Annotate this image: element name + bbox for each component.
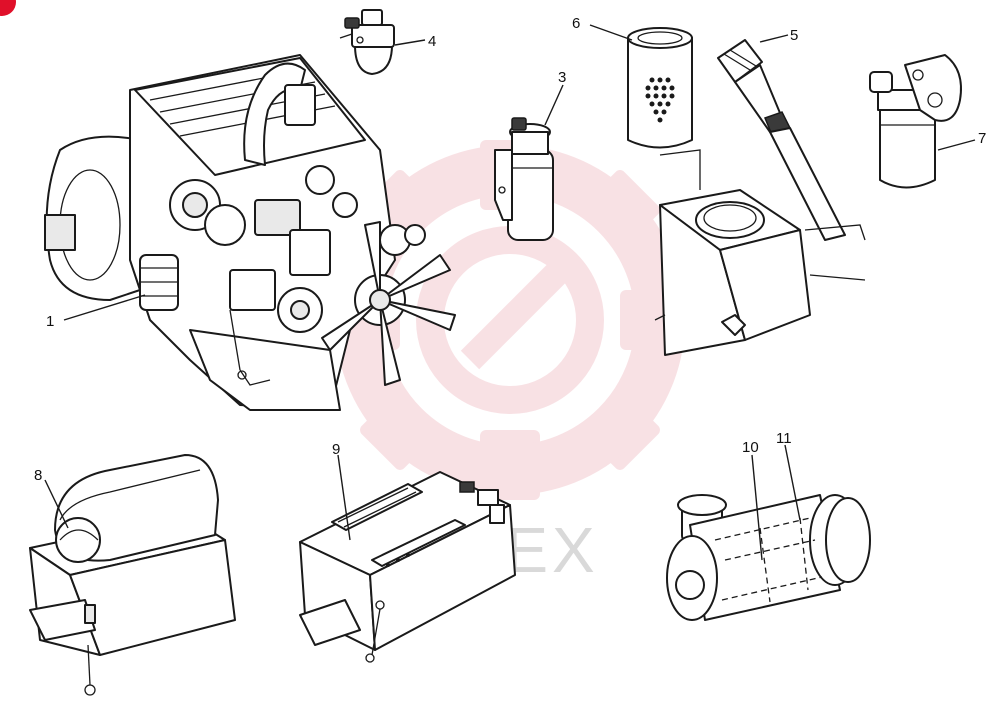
callout-3: 3 — [558, 69, 566, 86]
callout-11: 11 — [776, 430, 792, 447]
engine-assembly — [44, 54, 456, 411]
callout-8: 8 — [34, 467, 42, 484]
corner-badge — [0, 0, 16, 16]
tank-housing — [654, 149, 866, 356]
callout-9: 9 — [332, 441, 340, 458]
filler-cap — [717, 39, 846, 241]
fuel-filter-bracket — [494, 117, 554, 241]
air-cleaner-housing — [666, 494, 871, 621]
battery-box-covered — [29, 454, 236, 696]
callout-5: 5 — [790, 27, 798, 44]
callout-7: 7 — [978, 130, 986, 147]
callout-6: 6 — [572, 15, 580, 32]
air-filter-element — [627, 27, 693, 149]
callout-4: 4 — [428, 33, 436, 50]
filter-bracket-right — [869, 54, 962, 189]
battery-box-open — [299, 471, 516, 663]
callout-10: 10 — [742, 439, 759, 456]
filter-head-small — [339, 9, 395, 75]
callout-1: 1 — [46, 313, 54, 330]
engine-fan — [321, 221, 456, 386]
